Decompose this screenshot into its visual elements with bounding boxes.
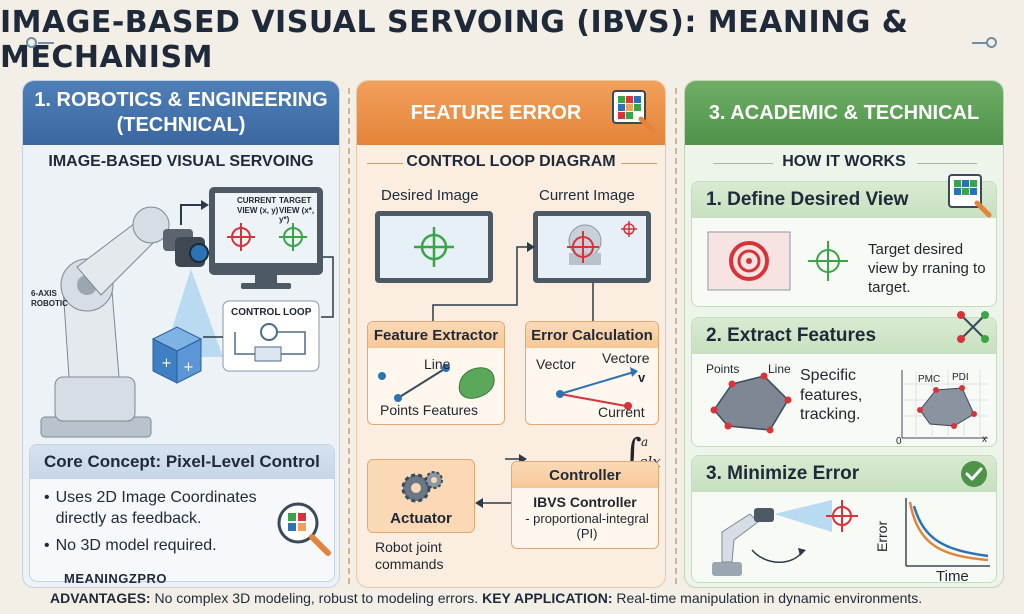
bullet-item: •Uses 2D Image Coordinates directly as f… xyxy=(44,489,257,528)
page-title: IMAGE-BASED VISUAL SERVOING (IBVS): MEAN… xyxy=(0,5,909,75)
vector-label: Vector xyxy=(536,356,576,372)
column-robotics: 1. ROBOTICS & ENGINEERING (TECHNICAL) IM… xyxy=(22,80,340,588)
robot-label: 6-AXIS ROBOTIC xyxy=(31,289,68,308)
feature-extractor-box: Feature Extractor Line Points Features xyxy=(367,321,505,425)
controller-to-actuator-arrow xyxy=(475,498,511,508)
current-label: Current xyxy=(598,404,645,420)
core-concept-box: Core Concept: Pixel-Level Control •Uses … xyxy=(29,444,335,582)
title-dot-right xyxy=(986,37,997,48)
ibvs-controller-name: IBVS Controller xyxy=(533,494,637,510)
step-1-desc: Target desired view by rraning to target… xyxy=(868,241,986,297)
step-extract-features: 2. Extract Features Points Line Specific… xyxy=(691,317,997,447)
step-2-title: 2. Extract Features xyxy=(692,318,996,354)
control-loop-diagram xyxy=(375,211,651,535)
x-axis-label: x xyxy=(982,434,987,445)
step-1-diagram xyxy=(707,231,848,291)
subheader-how-it-works: HOW IT WORKS xyxy=(782,153,906,170)
points-label: Points xyxy=(706,362,740,376)
title-line-left xyxy=(38,42,54,44)
grid-magnifier-icon xyxy=(948,174,992,218)
step-2-diagram xyxy=(710,370,988,439)
step-3-title: 3. Minimize Error xyxy=(692,456,996,492)
robot-arm-illustration: + + xyxy=(40,187,334,438)
svg-text:+: + xyxy=(183,360,194,375)
column-header-robotics: 1. ROBOTICS & ENGINEERING (TECHNICAL) xyxy=(23,81,339,145)
integral-upper: a xyxy=(641,435,649,449)
time-axis-label: Time xyxy=(936,568,969,583)
current-view-label: CURRENT VIEW (x, y) xyxy=(237,196,279,215)
title-dot-left xyxy=(26,37,37,48)
error-calculation-box: Error Calculation Vector Vectore v Curre… xyxy=(525,321,659,425)
column-divider-2 xyxy=(675,88,677,584)
column-header-academic: 3. ACADEMIC & TECHNICAL xyxy=(685,81,1003,145)
controller-title: Controller xyxy=(512,462,658,488)
column-academic: 3. ACADEMIC & TECHNICAL HOW IT WORKS 1. … xyxy=(684,80,1004,588)
advantages-label: ADVANTAGES: xyxy=(50,590,151,606)
footer: ADVANTAGES: No complex 3D modeling, robu… xyxy=(0,590,1024,614)
step-define-view: 1. Define Desired View Target desired vi… xyxy=(691,181,997,307)
pd1-label: PDI xyxy=(952,372,969,383)
column-divider-1 xyxy=(348,88,350,584)
pmc-label: PMC xyxy=(918,374,941,385)
step-3-diagram xyxy=(712,498,990,576)
error-axis-label: Error xyxy=(874,520,890,552)
core-concept-bullets: •Uses 2D Image Coordinates directly as f… xyxy=(30,479,334,556)
advantages-text: No complex 3D modeling, robust to modeli… xyxy=(150,590,483,606)
brand-label: MEANINGZPRO xyxy=(64,571,167,586)
desired-image-label: Desired Image xyxy=(381,187,479,204)
title-bar: IMAGE-BASED VISUAL SERVOING (IBVS): MEAN… xyxy=(0,0,1024,80)
subheader-control-loop: CONTROL LOOP DIAGRAM xyxy=(406,153,616,170)
target-view-label: TARGET VIEW (x*, y*) xyxy=(279,196,315,225)
feature-shapes xyxy=(378,364,495,402)
actuator-desc: Robot joint commands xyxy=(375,539,444,572)
subheader-line-right xyxy=(621,163,657,164)
points-features-label: Points Features xyxy=(380,402,479,418)
grid-magnifier-icon xyxy=(612,90,656,134)
controller-box: Controller IBVS Controller - proportiona… xyxy=(511,461,659,549)
subheader-line-right xyxy=(917,163,977,164)
line-label: Line xyxy=(768,362,791,376)
vectore-label: Vectore xyxy=(602,350,650,366)
magnifier-icon xyxy=(277,502,331,556)
core-concept-title: Core Concept: Pixel-Level Control xyxy=(30,445,334,479)
actuator-title: Actuator xyxy=(390,510,452,527)
step-1-title: 1. Define Desired View xyxy=(692,182,996,218)
step-2-desc: Specific features, tracking. xyxy=(800,367,863,424)
gears-icon xyxy=(401,471,443,503)
key-application-label: KEY APPLICATION: xyxy=(482,590,613,606)
subheader-line-left xyxy=(713,163,773,164)
svg-text:+: + xyxy=(161,356,172,371)
check-circle-icon xyxy=(961,461,987,487)
subheader-line-left xyxy=(367,163,403,164)
control-loop-label: CONTROL LOOP xyxy=(231,307,312,318)
actuator-box: Actuator xyxy=(367,459,475,533)
bullet-item: •No 3D model required. xyxy=(44,537,217,555)
velocity-symbol: v xyxy=(638,370,646,385)
origin-label: 0 xyxy=(896,436,902,447)
feature-extractor-title: Feature Extractor xyxy=(368,322,504,348)
title-line-right xyxy=(972,42,988,44)
error-calculation-title: Error Calculation xyxy=(526,322,658,348)
error-vector-diagram xyxy=(556,367,638,410)
current-image-label: Current Image xyxy=(539,187,635,204)
key-application-text: Real-time manipulation in dynamic enviro… xyxy=(612,590,923,606)
column-feature-error: FEATURE ERROR CONTROL LOOP DIAGRAM Desir… xyxy=(356,80,666,588)
line-label: Line xyxy=(424,356,451,372)
line-tool-icon xyxy=(957,311,989,343)
subheader-ibvs: IMAGE-BASED VISUAL SERVOING xyxy=(48,153,314,170)
controller-desc: - proportional-integral (PI) xyxy=(525,511,649,541)
step-minimize-error: 3. Minimize Error Error Time xyxy=(691,455,997,583)
